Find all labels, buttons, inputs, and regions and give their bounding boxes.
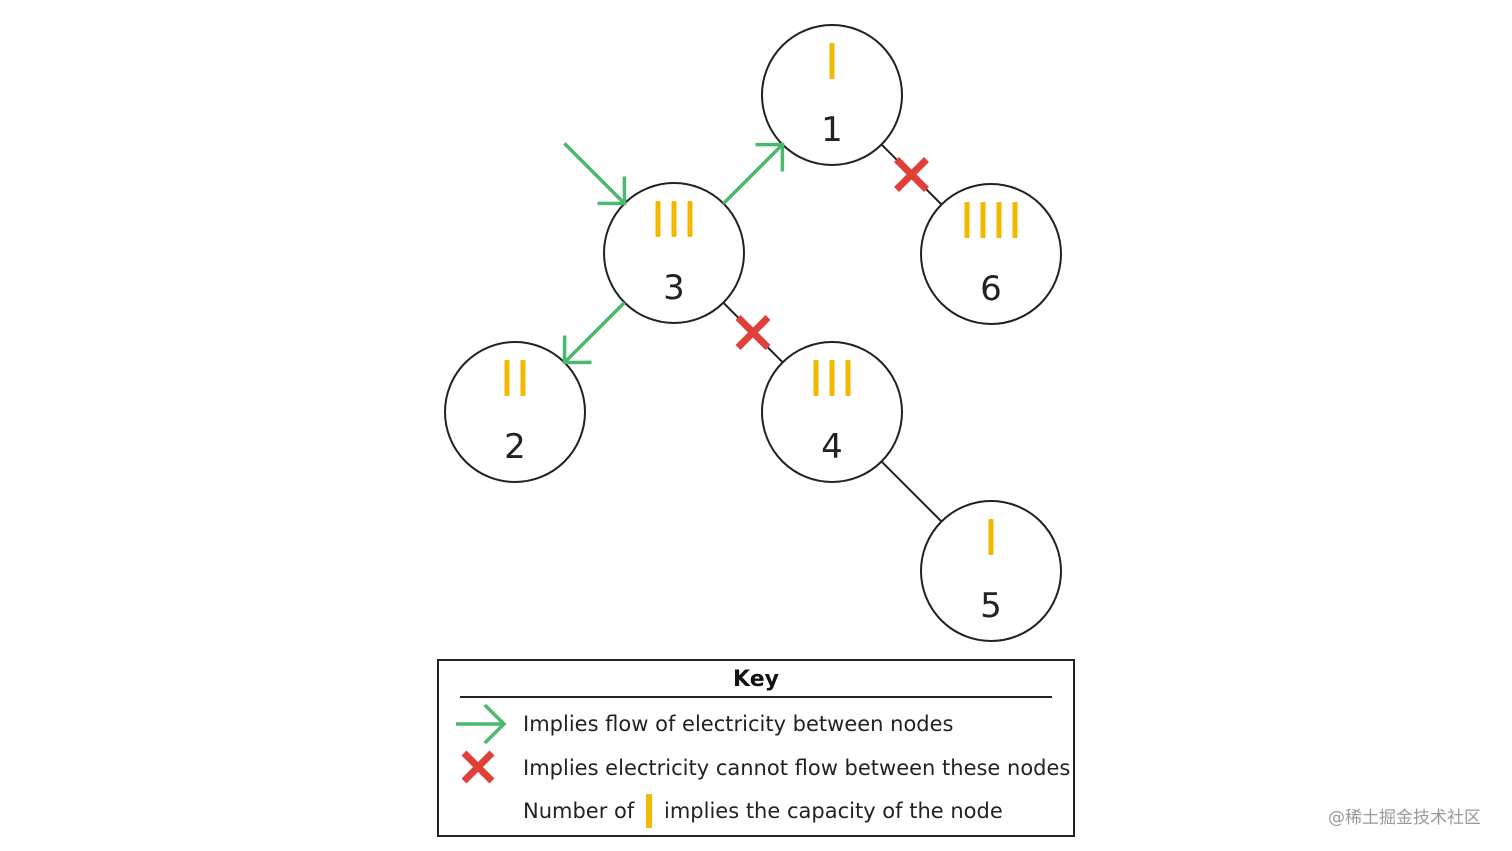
cross-stroke <box>735 315 771 350</box>
edge-3-4-blocked-cross <box>735 315 771 350</box>
entry-flow-arrow <box>563 142 627 206</box>
capacity-bar <box>996 202 1002 238</box>
watermark-text: @稀土掘金技术社区 <box>1328 808 1481 828</box>
node-label: 3 <box>663 268 685 308</box>
node-2: 2 <box>444 341 586 483</box>
capacity-bar <box>980 202 986 238</box>
legend-blocked-cross-icon <box>461 750 495 784</box>
arrow-shaft <box>563 301 626 364</box>
legend-flow-text: Implies flow of electricity between node… <box>523 712 954 736</box>
legend-flow-arrow <box>456 703 507 745</box>
arrow-shaft <box>722 143 784 205</box>
capacity-bar <box>520 360 526 396</box>
capacity-bar <box>655 201 661 237</box>
capacity-bar <box>845 360 851 396</box>
markers-layer <box>562 142 929 365</box>
capacity-bar <box>1012 202 1018 238</box>
legend-border <box>437 659 1075 837</box>
node-label: 6 <box>980 269 1002 309</box>
arrow-head <box>483 703 507 745</box>
node-circle <box>761 24 903 166</box>
node-circle <box>603 182 745 324</box>
capacity-bar <box>504 360 510 396</box>
legend-blocked-text: Implies electricity cannot flow between … <box>523 756 1070 780</box>
capacity-bar <box>687 201 693 237</box>
capacity-bar <box>813 360 819 396</box>
node-4: 4 <box>761 341 903 483</box>
legend-capacity-bar-icon <box>646 794 652 828</box>
cross-stroke <box>894 157 929 192</box>
edge-1-6-blocked-cross <box>894 157 929 192</box>
capacity-bar <box>964 202 970 238</box>
edge-3-2-flow-arrow <box>562 301 626 365</box>
arrow-shaft <box>563 142 626 205</box>
legend-capacity-suffix: implies the capacity of the node <box>664 799 1003 823</box>
arrow-head <box>597 176 627 206</box>
legend-flow-arrow-icon <box>456 703 507 745</box>
capacity-bar <box>829 360 835 396</box>
node-circle <box>920 500 1062 642</box>
arrow-head <box>755 142 785 172</box>
node-label: 2 <box>504 427 526 467</box>
capacity-bar <box>988 519 994 555</box>
legend-title: Key <box>733 667 779 692</box>
node-6: 6 <box>920 183 1062 325</box>
node-3: 3 <box>603 182 745 324</box>
node-circle <box>761 341 903 483</box>
nodes-layer: 1 2 3 4 5 6 <box>444 24 1062 642</box>
edge-4-5 <box>880 460 943 523</box>
node-1: 1 <box>761 24 903 166</box>
node-label: 1 <box>821 110 843 150</box>
node-circle <box>444 341 586 483</box>
cross-stroke <box>461 750 495 784</box>
node-5: 5 <box>920 500 1062 642</box>
capacity-bar <box>829 43 835 79</box>
node-circle <box>920 183 1062 325</box>
legend-capacity-prefix: Number of <box>523 799 635 823</box>
legend-box: Key Implies flow of electricity between … <box>437 659 1075 837</box>
edge-3-1-flow-arrow <box>722 142 785 205</box>
node-label: 4 <box>821 427 843 467</box>
legend-cross <box>461 750 495 784</box>
capacity-bar <box>671 201 677 237</box>
node-label: 5 <box>980 586 1002 626</box>
arrow-head <box>562 335 592 365</box>
